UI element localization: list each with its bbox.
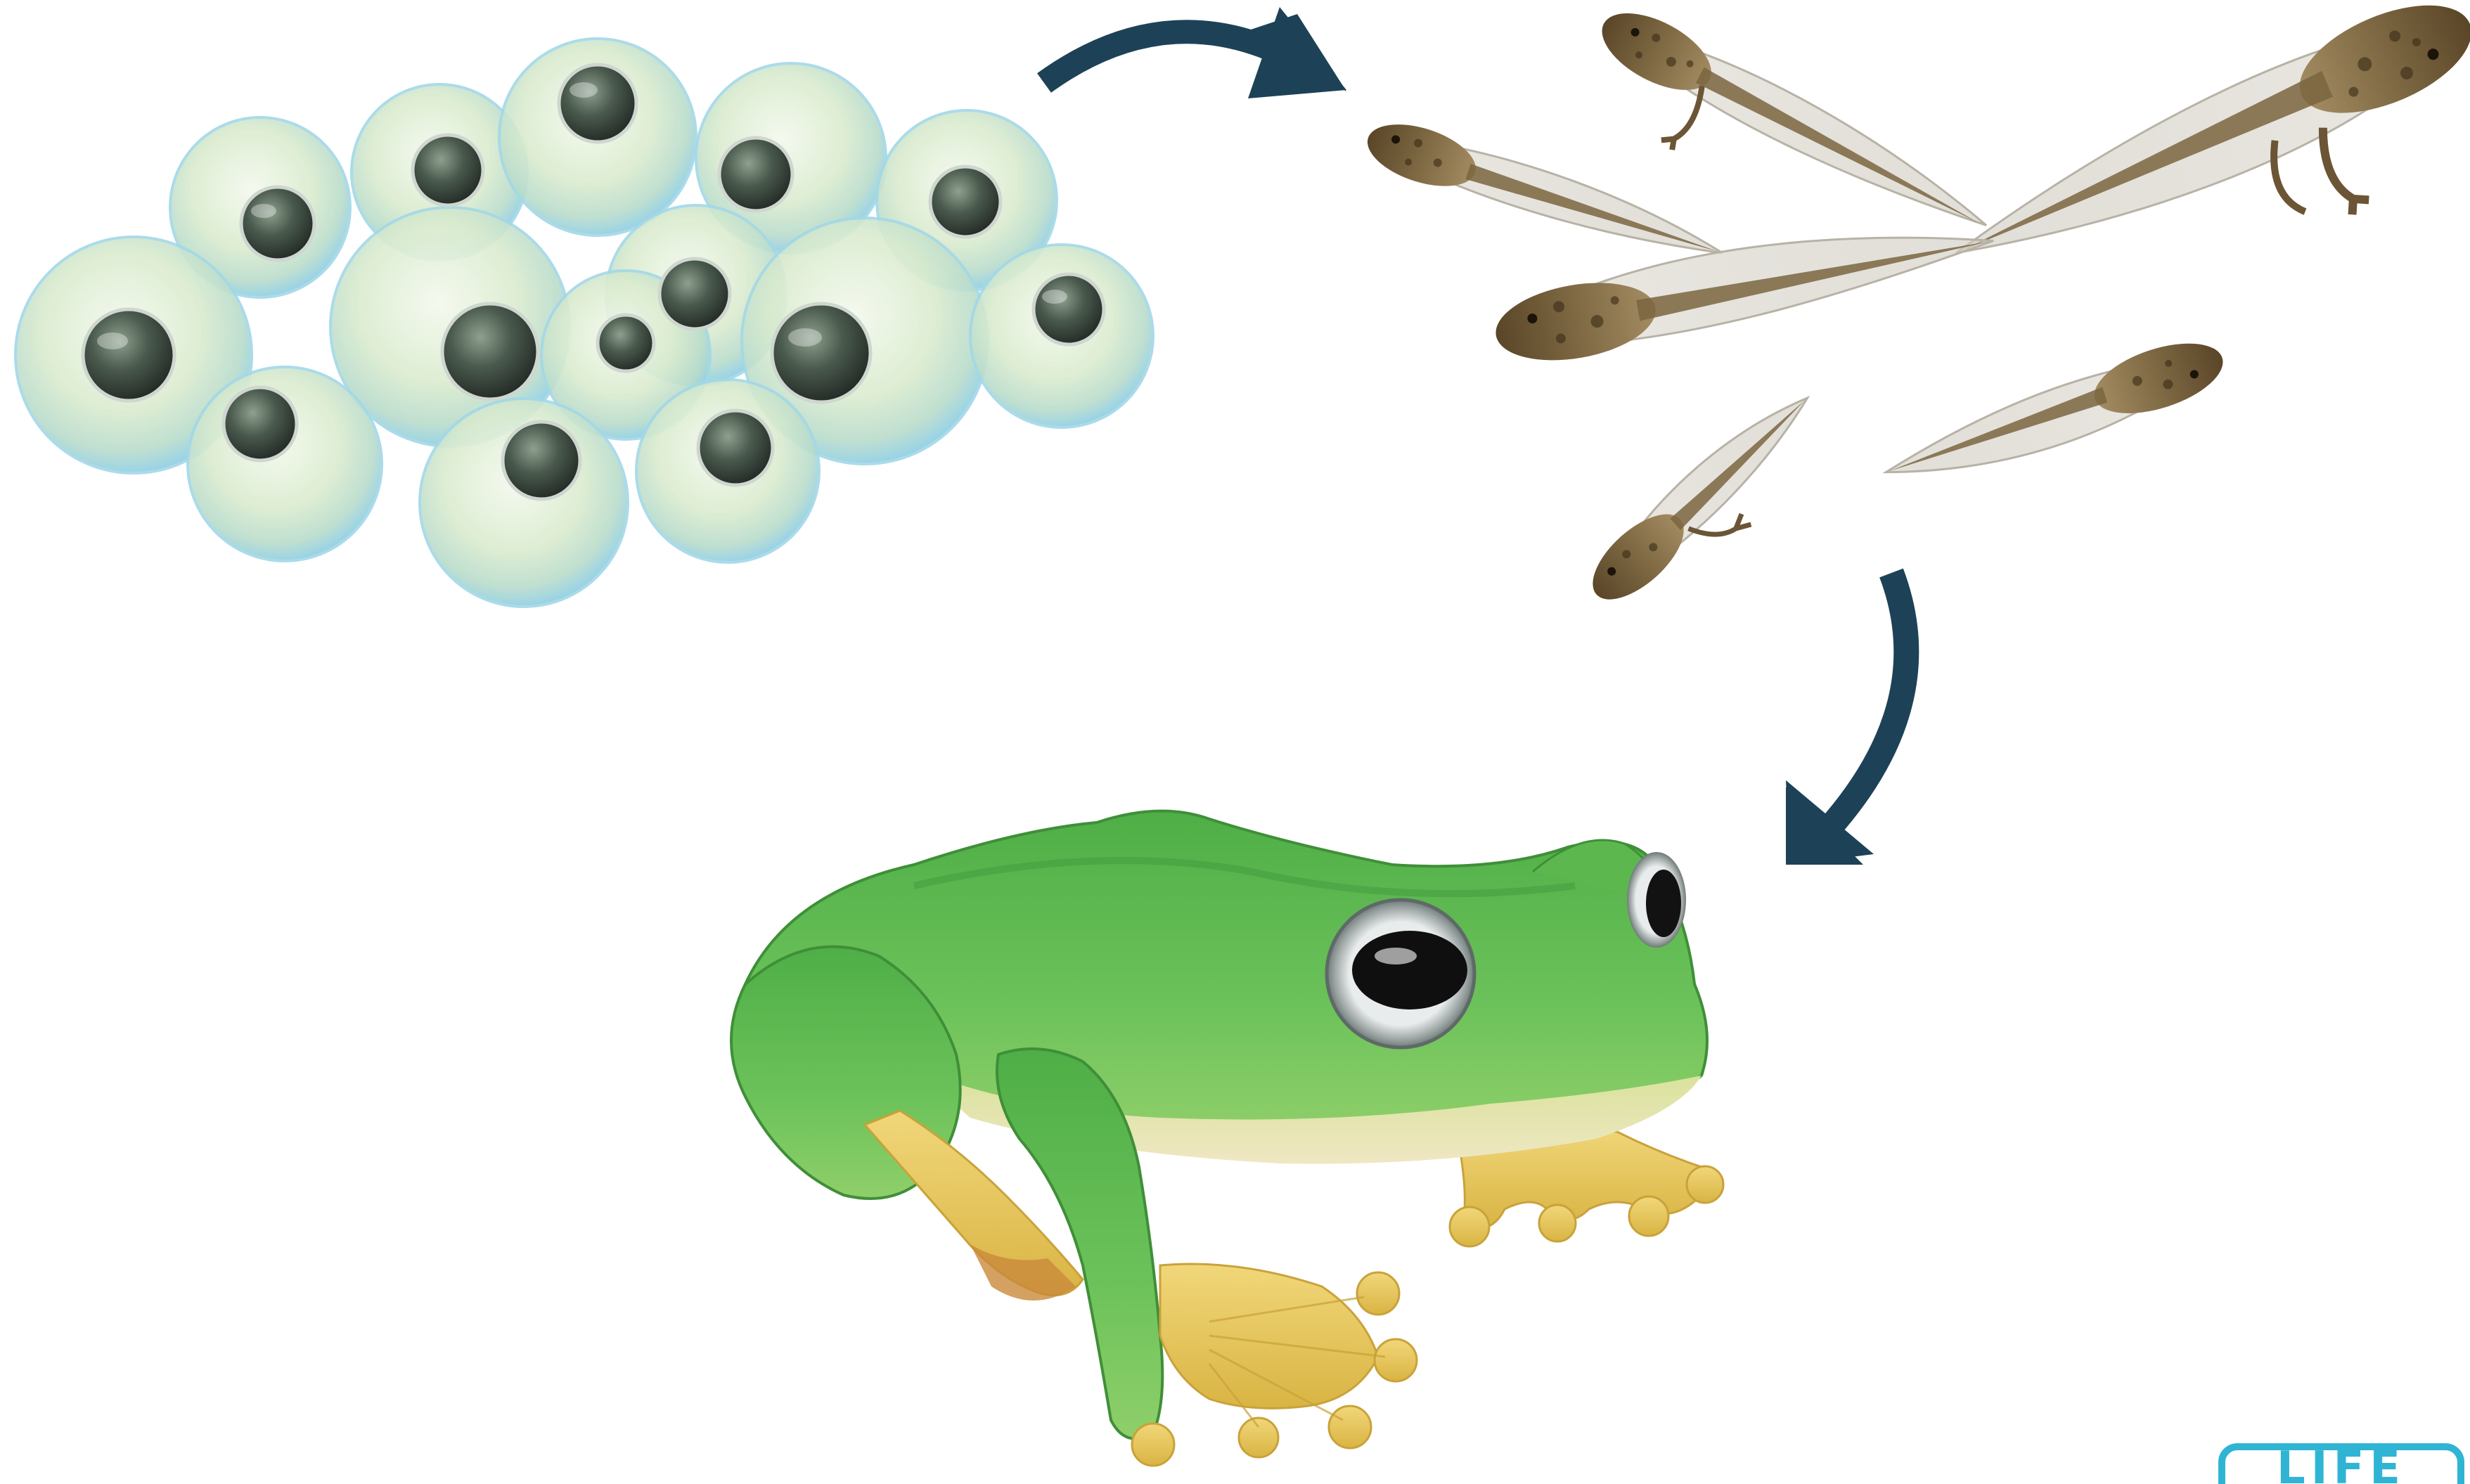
adult-frog-icon — [731, 811, 1723, 1466]
frog-eye — [1627, 852, 1686, 948]
flow-arrow-eggs-to-tadpoles — [1044, 7, 1346, 98]
tadpole — [1488, 205, 2001, 372]
frog-egg-cluster-icon — [15, 39, 1153, 607]
life-badge: LIFE — [2222, 1443, 2461, 1484]
tadpole — [1935, 0, 2470, 363]
badge-label: LIFE — [2277, 1443, 2406, 1484]
frog-eye — [1327, 900, 1474, 1047]
tadpole-group-icon — [1360, 0, 2470, 633]
flow-arrow-tadpoles-to-frog — [1786, 573, 1906, 865]
tadpole — [1578, 381, 1845, 632]
tadpole — [1875, 330, 2232, 498]
